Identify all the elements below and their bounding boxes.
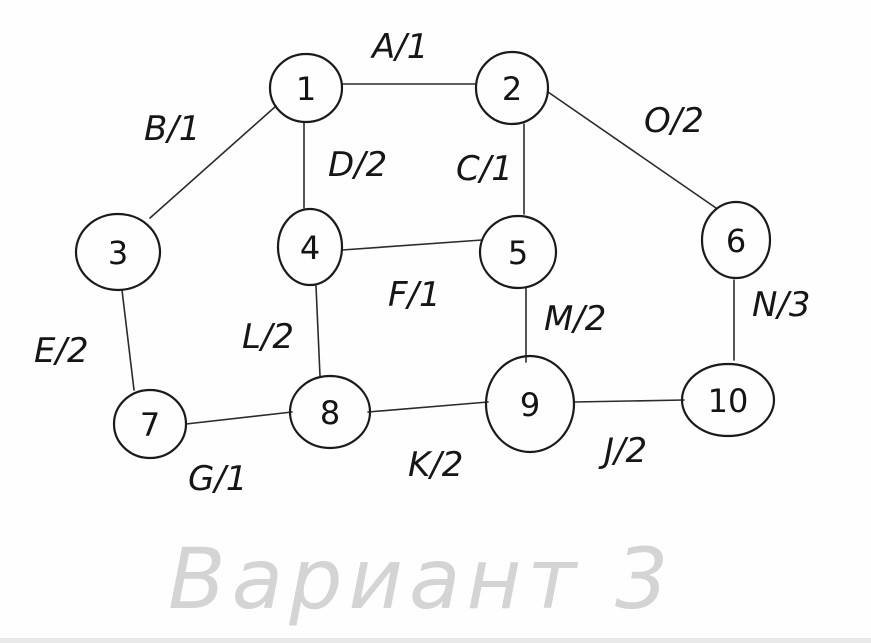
page-bottom-edge — [0, 638, 871, 643]
edge-label-7-8: G/1 — [188, 459, 247, 499]
edge-label-1-2: A/1 — [370, 27, 428, 67]
node-7: 7 — [112, 388, 188, 460]
node-label-10: 10 — [708, 382, 749, 420]
edge-label-4-5: F/1 — [388, 275, 441, 315]
edge-label-2-5: C/1 — [456, 149, 513, 189]
node-label-4: 4 — [300, 229, 320, 267]
edge-label-1-3: B/1 — [144, 109, 200, 149]
edge-labels: A/1 B/1 D/2 C/1 O/2 E/2 F/1 L/2 M/2 N/3 … — [34, 27, 811, 499]
edge-2-6 — [547, 91, 717, 209]
node-2: 2 — [474, 50, 550, 126]
edge-1-3 — [149, 105, 277, 219]
node-label-3: 3 — [108, 234, 128, 272]
edges — [121, 83, 735, 425]
node-label-1: 1 — [296, 70, 316, 108]
node-label-7: 7 — [140, 406, 160, 444]
node-6: 6 — [700, 200, 772, 280]
node-10: 10 — [680, 362, 776, 438]
node-label-6: 6 — [726, 222, 746, 260]
edge-9-10 — [573, 399, 685, 403]
node-9: 9 — [484, 354, 576, 454]
edge-label-9-10: J/2 — [598, 431, 647, 471]
edge-label-8-9: K/2 — [408, 445, 463, 485]
edge-label-3-7: E/2 — [34, 331, 89, 371]
edge-label-2-6: O/2 — [644, 101, 704, 141]
caption-text: Вариант 3 — [168, 530, 675, 628]
node-3: 3 — [74, 212, 162, 292]
node-4: 4 — [276, 207, 344, 287]
node-label-8: 8 — [320, 394, 340, 432]
edge-4-8 — [315, 285, 321, 377]
edge-4-5 — [341, 239, 483, 251]
edge-8-9 — [367, 401, 489, 413]
node-label-9: 9 — [520, 386, 540, 424]
nodes: 1 2 3 4 5 6 7 — [74, 50, 776, 460]
node-1: 1 — [268, 52, 344, 124]
edge-label-6-10: N/3 — [752, 285, 811, 325]
node-label-2: 2 — [502, 70, 522, 108]
node-5: 5 — [478, 214, 558, 290]
edge-label-1-4: D/2 — [328, 145, 387, 185]
node-8: 8 — [288, 374, 372, 450]
edge-label-4-8: L/2 — [242, 317, 294, 357]
edge-7-8 — [185, 411, 293, 425]
edge-label-5-9: M/2 — [544, 299, 606, 339]
edge-3-7 — [121, 289, 135, 391]
node-label-5: 5 — [508, 234, 528, 272]
